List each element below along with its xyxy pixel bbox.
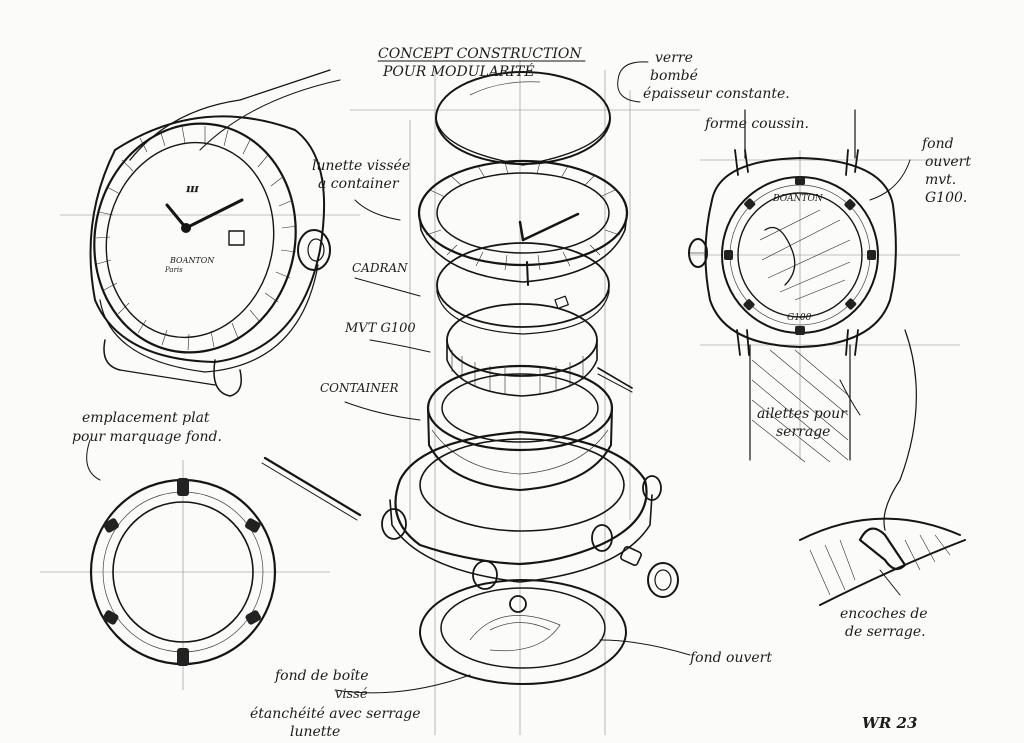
caseback-exploded bbox=[419, 579, 627, 685]
title-line-1: CONCEPT CONSTRUCTION bbox=[378, 46, 582, 62]
title: CONCEPT CONSTRUCTION POUR MODULARITÉ bbox=[377, 46, 586, 80]
label-fond-boite-3: étanchéité avec serrage bbox=[250, 706, 421, 722]
label-ailettes-2: serrage bbox=[776, 424, 830, 440]
label-mvt: MVT G100 bbox=[344, 321, 416, 336]
label-fond-3: mvt. bbox=[925, 172, 956, 188]
crystal bbox=[435, 71, 611, 166]
exploded-view bbox=[381, 71, 679, 685]
back-brand: BOANTON bbox=[772, 194, 824, 204]
label-emplacement-2: pour marquage fond. bbox=[72, 429, 222, 445]
center-pinion bbox=[181, 223, 191, 233]
label-fond-1: fond bbox=[921, 136, 954, 152]
label-fond-2: ouvert bbox=[925, 154, 971, 170]
bezel-knurling bbox=[95, 125, 298, 351]
notch-detail bbox=[799, 329, 966, 606]
movement bbox=[446, 303, 633, 397]
watch-back-view: BOANTON G100 bbox=[688, 109, 897, 463]
spring-bar bbox=[263, 456, 362, 517]
title-line-2: POUR MODULARITÉ bbox=[382, 62, 535, 80]
label-lunette-1: lunette vissée bbox=[312, 158, 410, 174]
label-verre-1: verre bbox=[655, 50, 693, 66]
label-cadran: CADRAN bbox=[352, 261, 408, 275]
dial bbox=[436, 212, 610, 335]
label-fond-boite-2: vissé bbox=[335, 687, 368, 702]
case-middle bbox=[381, 430, 662, 590]
crown bbox=[297, 229, 331, 271]
dial-brand-front-sub: Paris bbox=[164, 266, 183, 274]
bezel bbox=[417, 159, 629, 283]
leader-lines bbox=[86, 61, 911, 694]
label-container: CONTAINER bbox=[320, 381, 399, 395]
label-ailettes-1: ailettes pour bbox=[757, 406, 848, 422]
minute-hand bbox=[184, 198, 244, 230]
label-fond-boite-4: lunette bbox=[290, 724, 340, 740]
date-window bbox=[228, 230, 245, 246]
caseback-ring-view bbox=[89, 478, 277, 666]
label-lunette-2: à container bbox=[318, 176, 400, 192]
label-emplacement-1: emplacement plat bbox=[82, 410, 210, 426]
label-encoches-2: de serrage. bbox=[845, 624, 926, 640]
label-encoches-1: encoches de bbox=[840, 606, 928, 622]
artist-signature: WR 23 bbox=[862, 714, 917, 732]
watch-perspective-view: ꟺ BOANTON Paris bbox=[89, 69, 362, 521]
label-verre-2: bombé bbox=[650, 68, 698, 84]
label-verre-3: épaisseur constante. bbox=[643, 86, 790, 102]
label-fond-4: G100. bbox=[925, 190, 967, 206]
dial-brand-front: BOANTON bbox=[169, 256, 215, 265]
label-fond-boite-1: fond de boîte bbox=[274, 668, 369, 684]
back-caliber: G100 bbox=[787, 313, 812, 323]
crown-exploded bbox=[620, 546, 679, 598]
label-fond-ouvert: fond ouvert bbox=[689, 650, 772, 666]
dial-logo: ꟺ bbox=[185, 181, 200, 195]
label-forme-coussin: forme coussin. bbox=[704, 116, 809, 132]
